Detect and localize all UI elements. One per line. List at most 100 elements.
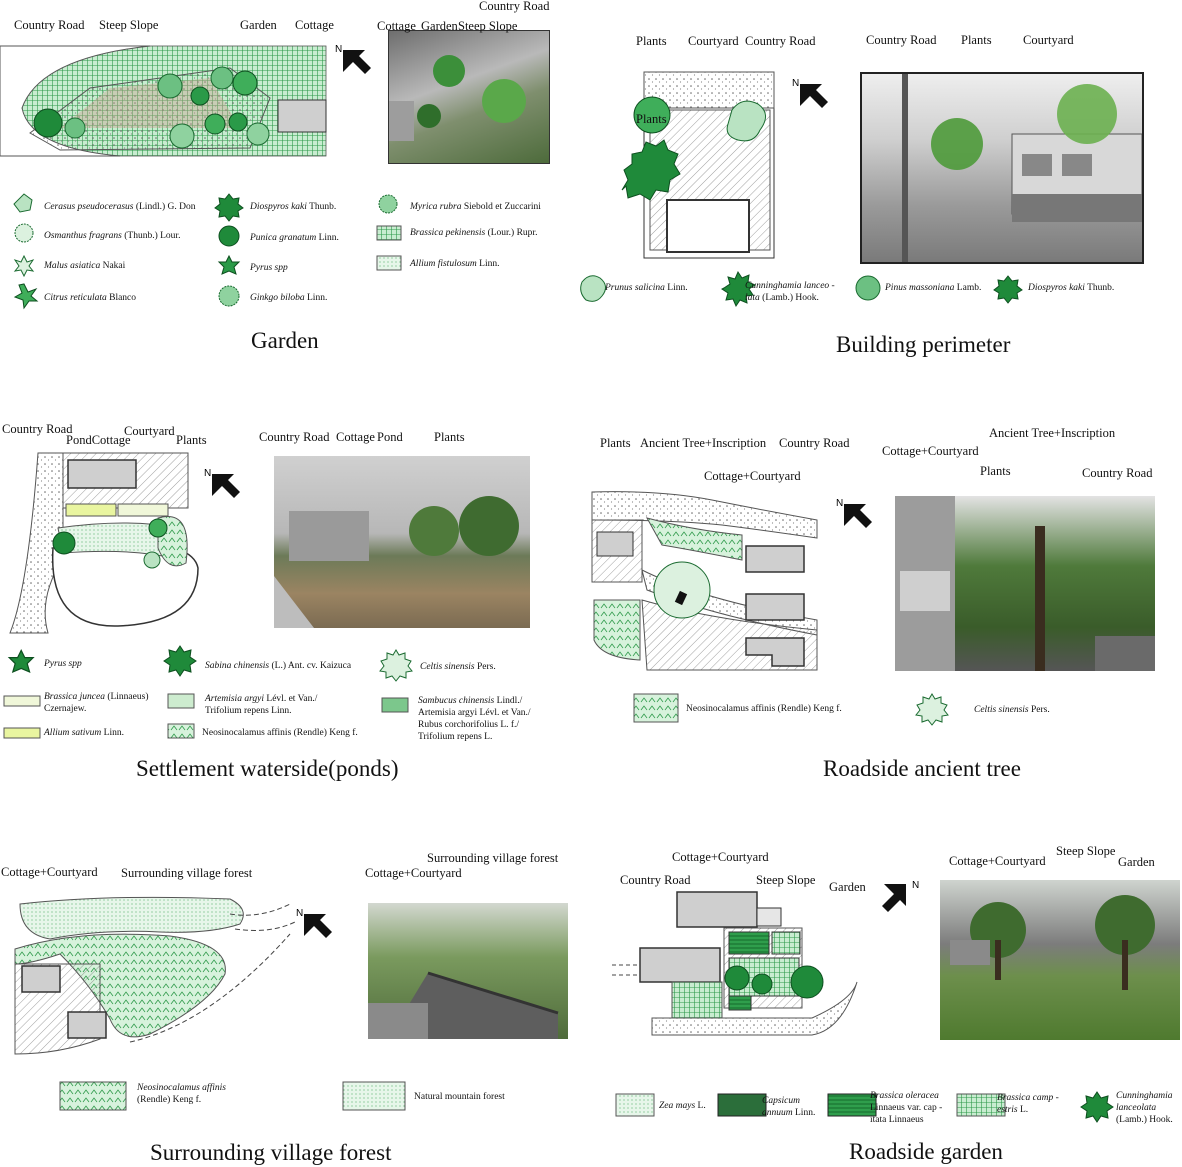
legend-neosino-3: Neosinocalamus affinis(Rendle) Keng f.	[137, 1083, 226, 1105]
waterside-photo-label-2: Cottage	[336, 430, 375, 444]
building-photo	[860, 72, 1144, 264]
waterside-photo-label-4: Plants	[434, 430, 465, 444]
legend-cunninghamia-2: Cunninghamia lanceolata (Lamb.) Hook.	[1116, 1091, 1173, 1125]
ancient-plan-label-3: Country Road	[779, 436, 850, 450]
ancient-photo	[895, 496, 1155, 671]
legend-cerasus: Cerasus pseudocerasus (Lindl.) G. Don	[44, 202, 196, 212]
ancient-photo-label-1: Cottage+Courtyard	[882, 444, 979, 458]
legend-ginkgo: Ginkgo biloba Linn.	[250, 293, 328, 303]
building-photo-label-2: Plants	[961, 33, 992, 47]
roadgarden-caption: Roadside garden	[849, 1139, 1003, 1164]
building-plan-label-2: Courtyard	[688, 34, 739, 48]
roadgarden-plan-label-4: Garden	[829, 880, 866, 894]
legend-myrica: Myrica rubra Siebold et Zuccarini	[410, 202, 541, 212]
legend-brassica-oleracea: Brassica oleracea Linnaeus var. cap - it…	[870, 1091, 943, 1125]
waterside-plan-label-3: Courtyard	[124, 424, 175, 438]
legend-cunninghamia: Cunninghamia lanceo - lata (Lamb.) Hook.	[745, 281, 835, 303]
legend-celtis: Celtis sinensis Pers.	[420, 662, 496, 672]
ancient-photo-label-4: Country Road	[1082, 466, 1153, 480]
garden-photo-label-1: Cottage	[377, 19, 416, 33]
legend-allium-fist: Allium fistulosum Linn.	[410, 259, 500, 269]
legend-brassica-juncea: Brassica juncea (Linnaeus) Czernajew.	[44, 692, 149, 714]
ancient-plan	[591, 491, 818, 671]
ancient-caption: Roadside ancient tree	[823, 756, 1021, 781]
waterside-caption: Settlement waterside(ponds)	[136, 756, 399, 781]
svg-text:N: N	[204, 468, 211, 479]
legend-brassica-camp: Brassica camp - estris L.	[997, 1093, 1059, 1115]
legend-neosino-2: Neosinocalamus affinis (Rendle) Keng f.	[686, 704, 842, 714]
north-arrow-icon: N	[882, 880, 919, 912]
waterside-plan-label-2: PondCottage	[66, 433, 131, 447]
waterside-plan	[9, 452, 199, 634]
roadgarden-plan	[612, 891, 858, 1036]
north-arrow-icon: N	[335, 44, 371, 74]
svg-text:N: N	[792, 78, 799, 89]
ancient-plan-label-4: Cottage+Courtyard	[704, 469, 801, 483]
legend-sambucus: Sambucus chinensis Lindl./ Artemisia arg…	[418, 696, 531, 742]
svg-text:N: N	[335, 44, 342, 55]
building-photo-label-3: Courtyard	[1023, 33, 1074, 47]
legend-citrus: Citrus reticulata Blanco	[44, 293, 137, 303]
legend-sabina: Sabina chinensis (L.) Ant. cv. Kaizuca	[205, 661, 352, 671]
garden-photo-label-3: Steep Slope	[458, 19, 518, 33]
svg-text:N: N	[296, 908, 303, 919]
ancient-photo-label-3: Plants	[980, 464, 1011, 478]
waterside-photo	[274, 456, 530, 628]
legend-allium-sativum: Allium sativum Linn.	[44, 728, 124, 738]
legend-malus: Malus asiatica Nakai	[44, 261, 126, 271]
building-plan-label-4: Plants	[636, 112, 667, 126]
ancient-plan-label-1: Plants	[600, 436, 631, 450]
ancient-photo-label-2: Ancient Tree+Inscription	[989, 426, 1116, 440]
building-photo-label-1: Country Road	[866, 33, 937, 47]
building-plan-label-3: Country Road	[745, 34, 816, 48]
legend-pyrus: Pyrus spp	[250, 263, 288, 273]
north-arrow-icon: N	[296, 908, 332, 938]
roadgarden-photo-label-3: Garden	[1118, 855, 1155, 869]
garden-plan-label-3: Garden	[240, 18, 277, 32]
forest-photo	[368, 903, 568, 1039]
legend-prunus: Prunus salicina Linn.	[605, 283, 688, 293]
legend-pinus: Pinus massoniana Lamb.	[885, 283, 982, 293]
garden-plan	[0, 45, 327, 157]
legend-osmanthus: Osmanthus fragrans (Thunb.) Lour.	[44, 231, 181, 241]
waterside-photo-label-1: Country Road	[259, 430, 330, 444]
legend-natural-forest: Natural mountain forest	[414, 1092, 505, 1102]
legend-celtis-2: Celtis sinensis Pers.	[974, 705, 1050, 715]
forest-plan	[14, 896, 296, 1055]
svg-text:N: N	[912, 880, 919, 891]
forest-caption: Surrounding village forest	[150, 1140, 392, 1165]
garden-plan-label-2: Steep Slope	[99, 18, 159, 32]
forest-plan-label-2: Surrounding village forest	[121, 866, 253, 880]
garden-photo-label-2: Garden	[421, 19, 458, 33]
roadgarden-photo-label-1: Cottage+Courtyard	[949, 854, 1046, 868]
svg-text:N: N	[836, 498, 843, 509]
legend-neosino-1: Neosinocalamus affinis (Rendle) Keng f.	[202, 728, 358, 738]
roadgarden-photo-label-2: Steep Slope	[1056, 844, 1116, 858]
garden-photo	[388, 30, 550, 164]
roadgarden-plan-label-3: Steep Slope	[756, 873, 816, 887]
waterside-plan-label-4: Plants	[176, 433, 207, 447]
legend-capsicum: Capsicum annuum Linn.	[762, 1096, 816, 1118]
waterside-photo-label-3: Pond	[377, 430, 403, 444]
building-plan-label-1: Plants	[636, 34, 667, 48]
north-arrow-icon: N	[836, 498, 872, 528]
waterside-plan-label-1: Country Road	[2, 422, 73, 436]
building-plan	[621, 71, 775, 259]
garden-photo-label-4: Country Road	[479, 0, 550, 13]
forest-photo-label-2: Cottage+Courtyard	[365, 866, 462, 880]
garden-caption: Garden	[251, 328, 319, 353]
legend-zea: Zea mays L.	[659, 1101, 706, 1111]
north-arrow-icon: N	[792, 78, 828, 108]
forest-plan-label-1: Cottage+Courtyard	[1, 865, 98, 879]
ancient-plan-label-2: Ancient Tree+Inscription	[640, 436, 767, 450]
roadgarden-plan-label-2: Country Road	[620, 873, 691, 887]
legend-pyrus-2: Pyrus spp	[44, 659, 82, 669]
forest-photo-label-1: Surrounding village forest	[427, 851, 559, 865]
garden-plan-label-4: Cottage	[295, 18, 334, 32]
building-caption: Building perimeter	[836, 332, 1011, 357]
roadgarden-photo	[940, 880, 1180, 1040]
legend-artemisia: Artemisia argyi Lévl. et Van./ Trifolium…	[205, 694, 318, 716]
north-arrow-icon: N	[204, 468, 240, 498]
legend-punica: Punica granatum Linn.	[250, 233, 339, 243]
roadgarden-plan-label-1: Cottage+Courtyard	[672, 850, 769, 864]
